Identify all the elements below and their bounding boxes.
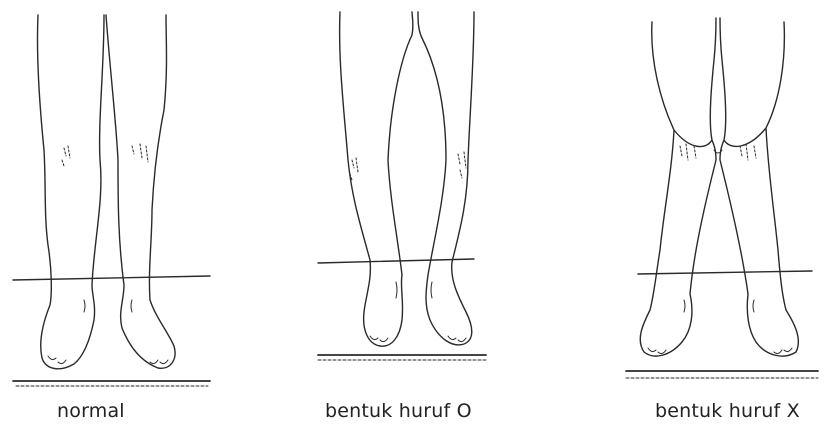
o-horizontal-line [318,259,474,263]
normal-right-leg [106,15,175,368]
normal-left-leg [37,15,104,369]
bow-legs-drawing [318,12,486,360]
caption-bentuk-huruf-x: bentuk huruf X [655,400,800,422]
caption-normal: normal [57,400,125,422]
normal-horizontal-line [13,276,210,280]
caption-bentuk-huruf-o: bentuk huruf O [325,400,472,422]
knock-knees-drawing [626,18,818,378]
x-horizontal-line [638,271,812,274]
o-right-leg [418,12,474,345]
normal-legs-drawing [13,15,210,386]
x-right-leg [720,18,798,356]
o-left-leg [340,12,413,346]
x-left-leg [640,18,716,356]
